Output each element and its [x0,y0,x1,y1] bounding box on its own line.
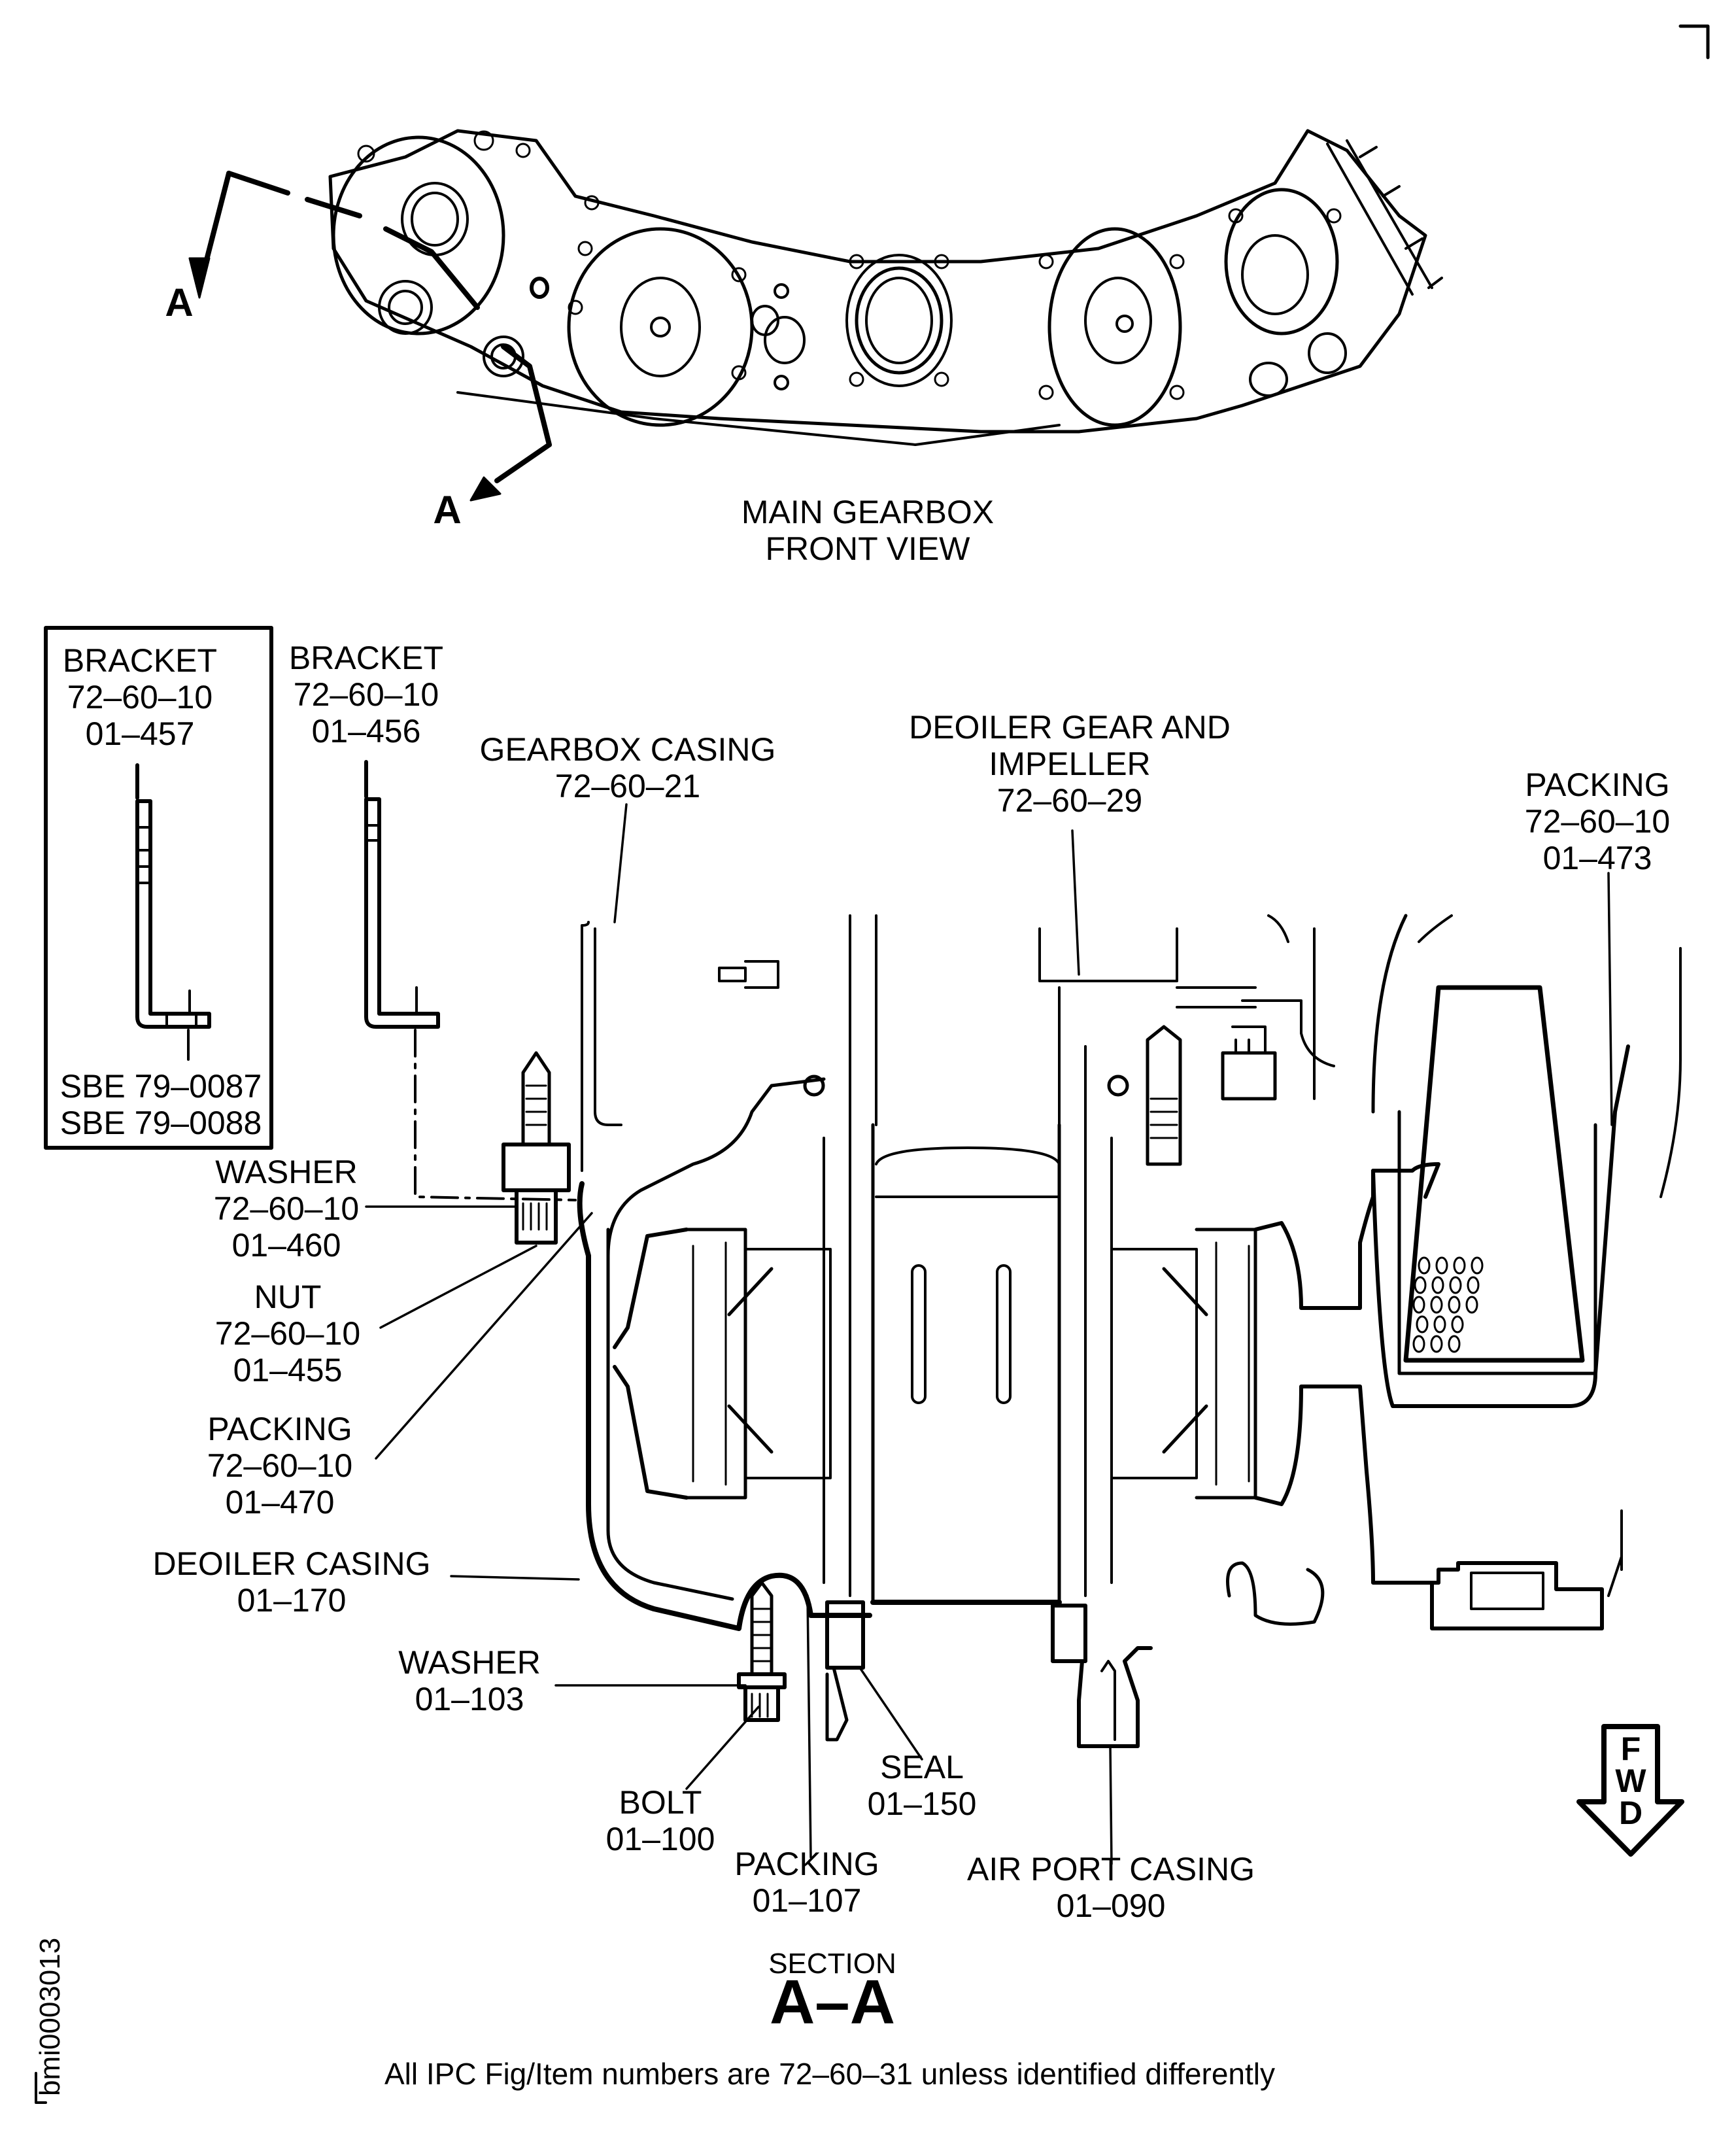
callout-name: AIR PORT CASING [967,1851,1255,1887]
section-marker-top: A [165,281,194,324]
callout-item: 01–473 [1542,840,1652,876]
callout-item: 01–170 [237,1582,347,1619]
callout-item: 01–100 [605,1821,715,1857]
footer-note: All IPC Fig/Item numbers are 72–60–31 un… [384,2057,1276,2091]
callout-ref: 72–60–10 [67,679,213,715]
callout-ref: 72–60–10 [293,676,439,713]
callout-item: 01–470 [225,1484,335,1521]
section-arrow-top [188,257,211,299]
callout-name: SEAL [880,1749,964,1785]
callout-item: 01–150 [867,1785,977,1822]
callout-name: WASHER [215,1154,358,1190]
callout-ref: 72–60–10 [1524,803,1671,840]
callout-washer-103: WASHER 01–103 [398,1644,541,1717]
callout-deoiler-casing: DEOILER CASING 01–170 [152,1545,430,1619]
callout-name: PACKING [1525,766,1670,803]
callout-item: 01–090 [1056,1887,1166,1924]
callout-ref: 72–60–10 [207,1447,353,1484]
corner-crop-mark [1678,24,1710,60]
callout-ref: 72–60–10 [214,1315,361,1352]
section-marker-bottom: A [433,488,462,532]
bracket-sbe-box [44,626,273,1150]
callout-name: BRACKET [62,642,218,679]
callout-item: 01–456 [311,713,421,749]
figure-code-tick [35,2072,47,2104]
callout-nut-455: NUT 72–60–10 01–455 [215,1279,360,1388]
callout-item: 01–107 [752,1882,862,1919]
callout-packing-107: PACKING 01–107 [734,1846,879,1919]
main-gearbox-front-view [188,129,1443,502]
callout-ref: 72–60–21 [554,768,701,804]
figure-code: bmi0003013 [34,1937,66,2096]
callout-name: PACKING [207,1411,352,1447]
fwd-letter-d: D [1618,1795,1643,1831]
callout-item: 01–457 [85,715,195,752]
fwd-letter-w: W [1615,1763,1646,1799]
callout-item: 01–455 [233,1352,343,1388]
main-gearbox-title: MAIN GEARBOX FRONT VIEW [741,494,994,567]
sbe-notes: SBE 79–0087 SBE 79–0088 [60,1068,262,1141]
callout-packing-470: PACKING 72–60–10 01–470 [207,1411,352,1521]
callout-item: 01–103 [415,1681,524,1717]
callout-packing-473: PACKING 72–60–10 01–473 [1525,766,1670,876]
callout-seal-150: SEAL 01–150 [868,1749,977,1822]
callout-name: DEOILER CASING [152,1545,431,1582]
callout-air-port-casing: AIR PORT CASING 01–090 [967,1851,1255,1924]
callout-name: PACKING [734,1846,879,1882]
callout-bracket-457: BRACKET 72–60–10 01–457 [63,642,217,752]
main-gearbox-title-line2: FRONT VIEW [765,530,970,567]
fwd-letter-f: F [1620,1730,1641,1767]
callout-item: 01–460 [231,1227,341,1264]
callout-ref: 72–60–10 [213,1190,360,1227]
callout-name-line2: IMPELLER [989,746,1151,782]
section-id: A–A [769,1967,896,2037]
section-arrow-bottom [469,476,502,502]
callout-ref: 72–60–29 [996,782,1143,819]
callout-name: BOLT [619,1784,702,1821]
main-gearbox-title-line1: MAIN GEARBOX [741,494,995,530]
callout-washer-460: WASHER 72–60–10 01–460 [214,1154,359,1264]
sbe-note-2: SBE 79–0088 [60,1105,262,1141]
callout-deoiler-gear: DEOILER GEAR AND IMPELLER 72–60–29 [909,709,1231,819]
callout-name: WASHER [398,1644,541,1681]
callout-bolt-100: BOLT 01–100 [606,1784,715,1857]
callout-name: NUT [254,1279,322,1315]
section-label: SECTION [768,1948,896,1980]
section-cut-line [197,171,552,483]
callout-name: BRACKET [288,640,444,676]
callout-name: GEARBOX CASING [479,731,776,768]
callout-bracket-456: BRACKET 72–60–10 01–456 [289,640,443,749]
sbe-note-1: SBE 79–0087 [60,1068,262,1105]
callout-gearbox-casing: GEARBOX CASING 72–60–21 [480,731,776,804]
callout-name-line1: DEOILER GEAR AND [909,709,1231,746]
fwd-arrow-icon [1576,1724,1684,1857]
leader-lines [365,803,1613,1865]
section-a-a-view [44,626,1682,1748]
